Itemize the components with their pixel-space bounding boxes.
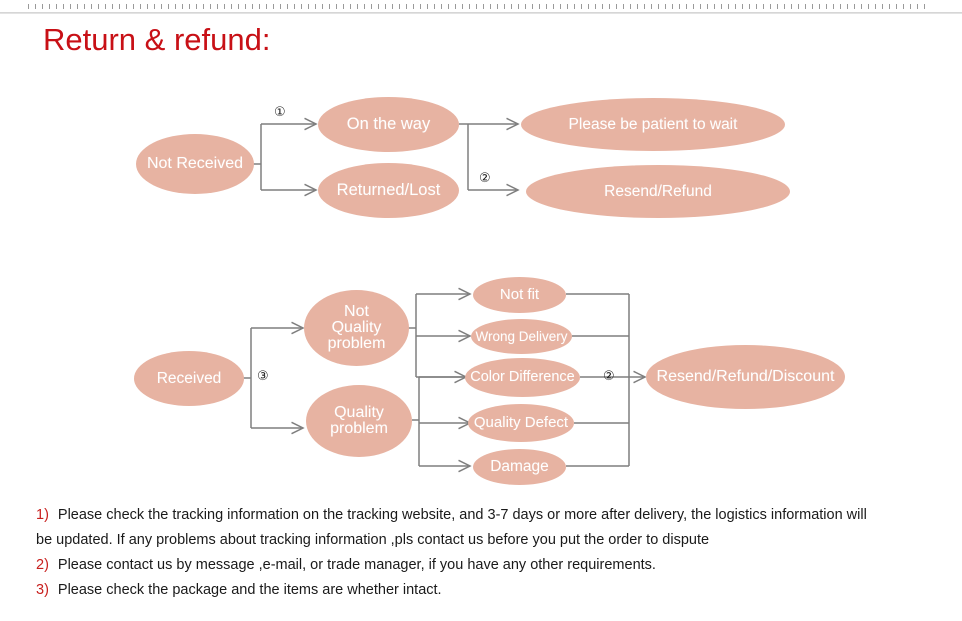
node-label: Returned/Lost [336,181,441,200]
ruler-strip [0,0,962,14]
note-number: 1) [36,507,49,523]
note-text: Please contact us by message ,e-mail, or… [57,557,656,573]
node-not-received[interactable]: Not Received [136,134,254,194]
node-on-the-way[interactable]: On the way [318,97,459,152]
node-damage[interactable]: Damage [473,449,566,485]
node-resend-refund[interactable]: Resend/Refund [526,165,790,218]
node-label: Quality Defect [473,414,569,432]
node-label: Received [156,369,222,387]
node-label: Not Received [146,154,244,172]
note-text: Please check the package and the items a… [57,582,442,598]
node-not-quality-problem[interactable]: Not Quality problem [304,290,409,366]
note-continuation: be updated. If any problems about tracki… [36,532,710,548]
note-number: 2) [36,557,49,573]
note-text: Please check the tracking information on… [57,507,867,523]
notes-list: 1) Please check the tracking information … [36,503,946,603]
node-label: Please be patient to wait [568,115,738,133]
node-label: Not Quality problem [327,302,386,353]
node-returned-lost[interactable]: Returned/Lost [318,163,459,218]
node-label: Resend/Refund/Discount [656,367,835,385]
node-label: On the way [346,115,431,134]
node-label: Color Difference [470,369,575,386]
step-marker-1-icon: ① [274,105,286,120]
node-resend-refund-discount[interactable]: Resend/Refund/Discount [646,345,845,409]
step-marker-2b-icon: ② [603,369,615,384]
ruler-ticks-icon [28,4,928,9]
step-marker-3-icon: ③ [257,369,269,384]
page-title: Return & refund: [43,22,271,57]
node-quality-defect[interactable]: Quality Defect [468,404,574,442]
ruler-rule-line [0,12,962,14]
node-label: Damage [490,458,549,476]
note-item-3: 3) Please check the package and the items… [36,578,946,603]
node-label: Not fit [499,286,540,304]
node-received[interactable]: Received [134,351,244,406]
note-number: 3) [36,582,49,598]
node-label: Wrong Delivery [475,328,568,344]
node-please-be-patient-to-wait[interactable]: Please be patient to wait [521,98,785,151]
node-quality-problem[interactable]: Quality problem [306,385,412,457]
node-not-fit[interactable]: Not fit [473,277,566,313]
step-marker-2-icon: ② [479,171,491,186]
node-label: Resend/Refund [604,182,712,200]
node-wrong-delivery[interactable]: Wrong Delivery [471,319,572,354]
note-item-2: 2) Please contact us by message ,e-mail, … [36,553,946,578]
node-color-difference[interactable]: Color Difference [465,358,580,397]
note-item-1: 1) Please check the tracking information … [36,503,946,553]
node-label: Quality problem [330,403,388,437]
